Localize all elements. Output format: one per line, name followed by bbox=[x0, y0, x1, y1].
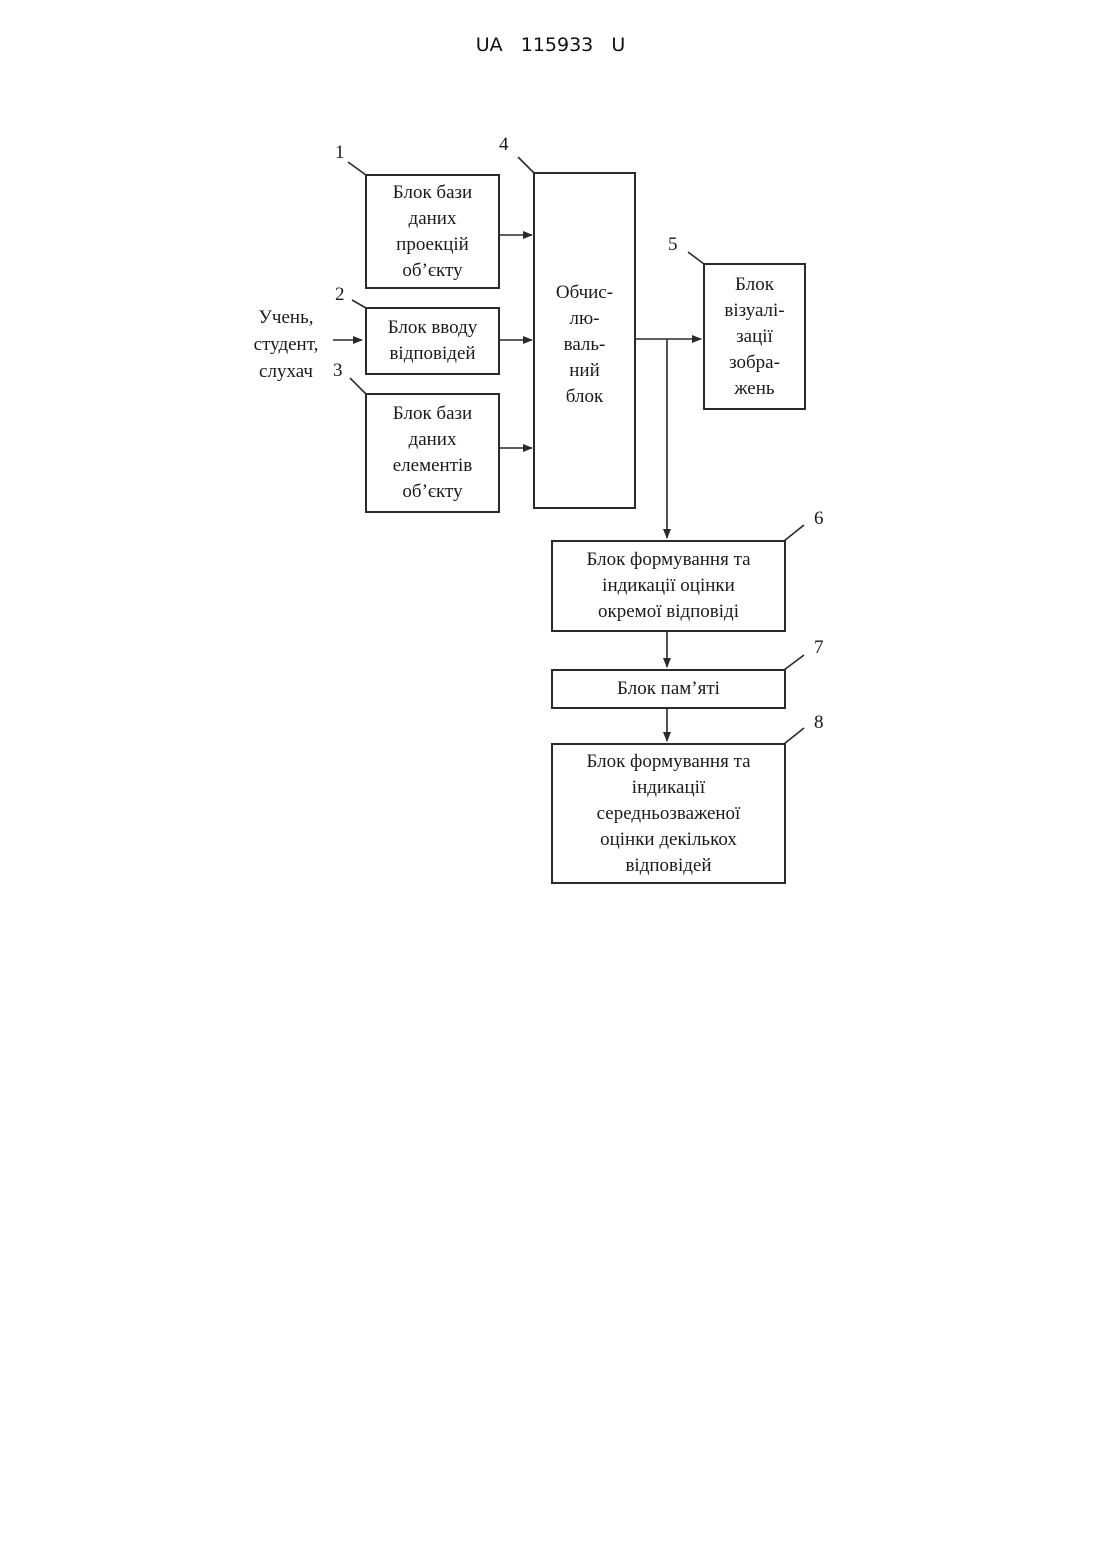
leader-line-4 bbox=[518, 157, 534, 173]
block-label-line: Блок бази bbox=[393, 180, 472, 206]
block-label-line: елементів bbox=[393, 453, 473, 479]
leader-line-2 bbox=[352, 300, 366, 308]
block-elements-database: Блок бази даних елементів об’єкту bbox=[365, 393, 500, 513]
leader-line-6 bbox=[784, 525, 804, 541]
leader-line-5 bbox=[688, 252, 704, 264]
ref-number-4: 4 bbox=[499, 134, 509, 156]
block-label-line: зобра- bbox=[724, 350, 784, 376]
ref-number-7: 7 bbox=[814, 637, 824, 659]
ref-number-5: 5 bbox=[668, 234, 678, 256]
ref-number-6: 6 bbox=[814, 508, 824, 530]
block-label-line: індикації оцінки bbox=[586, 573, 750, 599]
block-label-line: Обчис- bbox=[556, 280, 613, 306]
block-label-line: середньозваженої bbox=[586, 801, 750, 827]
leader-line-8 bbox=[784, 728, 804, 744]
block-label-line: блок bbox=[556, 384, 613, 410]
ref-number-8: 8 bbox=[814, 712, 824, 734]
block-label-line: окремої відповіді bbox=[586, 599, 750, 625]
block-label-line: Блок вводу bbox=[388, 315, 478, 341]
external-input-label: Учень, студент, слухач bbox=[236, 304, 336, 385]
ref-number-2: 2 bbox=[335, 284, 345, 306]
leader-line-1 bbox=[348, 162, 366, 175]
external-input-line: Учень, bbox=[236, 304, 336, 331]
block-label-line: оцінки декількох bbox=[586, 827, 750, 853]
block-label-line: Блок формування та bbox=[586, 749, 750, 775]
ref-number-3: 3 bbox=[333, 360, 343, 382]
block-projections-database: Блок бази даних проекцій об’єкту bbox=[365, 174, 500, 289]
block-computing-unit: Обчис- лю- валь- ний блок bbox=[533, 172, 636, 509]
block-label-line: об’єкту bbox=[393, 479, 473, 505]
block-label-line: індикації bbox=[586, 775, 750, 801]
external-input-line: студент, bbox=[236, 331, 336, 358]
block-weighted-average-grading: Блок формування та індикації середньозва… bbox=[551, 743, 786, 884]
block-image-visualization: Блок візуалі- зації зобра- жень bbox=[703, 263, 806, 410]
block-label-line: лю- bbox=[556, 306, 613, 332]
leader-line-7 bbox=[784, 655, 804, 670]
block-label-line: даних bbox=[393, 206, 472, 232]
block-label-line: ний bbox=[556, 358, 613, 384]
block-label-line: валь- bbox=[556, 332, 613, 358]
block-label-line: жень bbox=[724, 376, 784, 402]
external-input-line: слухач bbox=[236, 358, 336, 385]
block-label-line: Блок формування та bbox=[586, 547, 750, 573]
block-label-line: об’єкту bbox=[393, 258, 472, 284]
block-label-line: даних bbox=[393, 427, 473, 453]
block-label-line: зації bbox=[724, 324, 784, 350]
block-label-line: відповідей bbox=[388, 341, 478, 367]
block-memory: Блок пам’яті bbox=[551, 669, 786, 709]
block-answer-input: Блок вводу відповідей bbox=[365, 307, 500, 375]
block-label-line: проекцій bbox=[393, 232, 472, 258]
block-label-line: візуалі- bbox=[724, 298, 784, 324]
block-label-line: Блок пам’яті bbox=[617, 676, 720, 702]
block-label-line: відповідей bbox=[586, 853, 750, 879]
block-single-answer-grading: Блок формування та індикації оцінки окре… bbox=[551, 540, 786, 632]
leader-line-3 bbox=[350, 378, 366, 394]
ref-number-1: 1 bbox=[335, 142, 345, 164]
block-label-line: Блок bbox=[724, 272, 784, 298]
block-label-line: Блок бази bbox=[393, 401, 473, 427]
